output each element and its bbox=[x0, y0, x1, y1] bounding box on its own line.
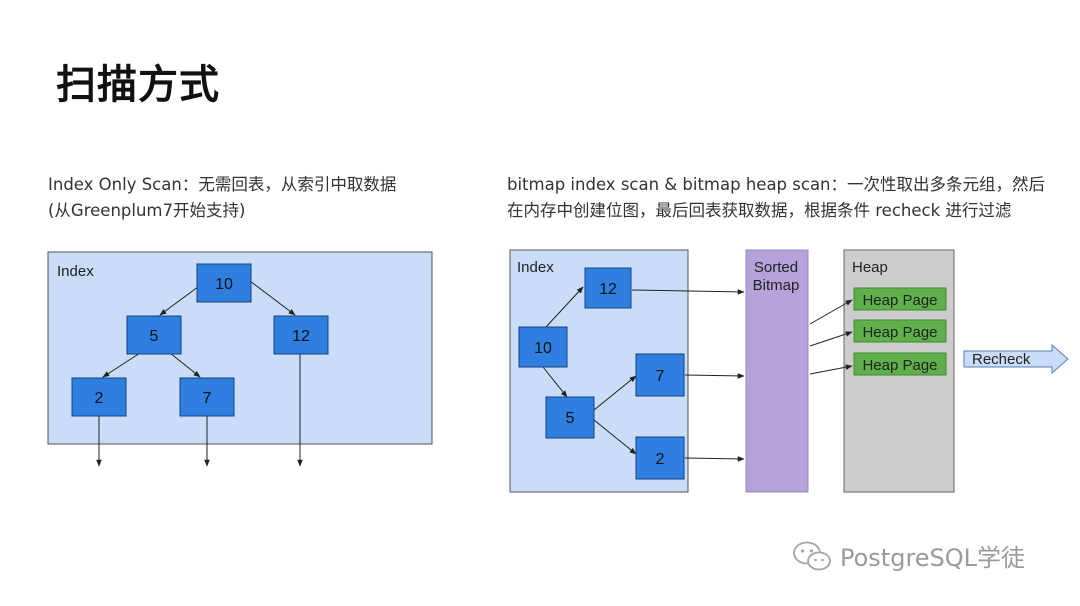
edge-2-bitmap bbox=[684, 456, 745, 462]
heap-label: Heap bbox=[852, 259, 888, 276]
right-node-2: 2 bbox=[635, 436, 685, 480]
svg-text:5: 5 bbox=[150, 328, 159, 345]
right-node-5: 5 bbox=[545, 396, 595, 439]
svg-text:2: 2 bbox=[95, 390, 104, 407]
edge-10-12-right bbox=[545, 286, 584, 328]
right-index-label: Index bbox=[517, 259, 554, 276]
svg-text:12: 12 bbox=[292, 328, 310, 345]
left-node-5: 5 bbox=[126, 315, 182, 355]
edge-10-5-right bbox=[542, 366, 568, 398]
edge-bitmap-page-2 bbox=[809, 331, 853, 347]
right-desc-line-1: bitmap index scan & bitmap heap scan：一次性… bbox=[507, 175, 1046, 194]
edge-bitmap-page-3 bbox=[809, 364, 853, 375]
index-only-scan-diagram: Index 10 5 12 2 bbox=[47, 251, 433, 467]
left-node-2: 2 bbox=[71, 377, 127, 417]
edge-12-bitmap bbox=[631, 289, 745, 295]
svg-text:Recheck: Recheck bbox=[972, 351, 1031, 368]
edge-5-2 bbox=[102, 352, 141, 378]
svg-text:12: 12 bbox=[599, 281, 617, 298]
bitmap-scan-diagram: Index Sorted Bitmap Heap Heap Page Heap … bbox=[509, 249, 1069, 493]
watermark: PostgreSQL学徒 bbox=[792, 538, 1025, 573]
page-title: 扫描方式 bbox=[56, 62, 220, 108]
svg-text:Heap Page: Heap Page bbox=[862, 357, 937, 374]
svg-text:2: 2 bbox=[656, 451, 665, 468]
heap-page-3: Heap Page bbox=[853, 352, 947, 376]
left-desc-line-1: Index Only Scan：无需回表，从索引中取数据 bbox=[48, 175, 397, 194]
left-node-10: 10 bbox=[196, 263, 252, 303]
edge-5-7 bbox=[169, 352, 201, 378]
svg-text:Heap Page: Heap Page bbox=[862, 324, 937, 341]
right-node-12: 12 bbox=[584, 267, 632, 309]
sorted-bitmap bbox=[745, 249, 809, 493]
right-description: bitmap index scan & bitmap heap scan：一次性… bbox=[507, 172, 1067, 224]
right-node-7: 7 bbox=[635, 353, 685, 397]
recheck-arrow: Recheck bbox=[963, 343, 1069, 375]
right-desc-line-2: 在内存中创建位图，最后回表获取数据，根据条件 recheck 进行过滤 bbox=[507, 201, 1012, 220]
left-description: Index Only Scan：无需回表，从索引中取数据 (从Greenplum… bbox=[48, 172, 468, 224]
bitmap-label-line-2: Bitmap bbox=[753, 277, 800, 294]
bitmap-label-line-1: Sorted bbox=[754, 259, 798, 276]
edge-bitmap-page-1 bbox=[809, 299, 853, 325]
left-node-12: 12 bbox=[273, 315, 329, 355]
heap-page-2: Heap Page bbox=[853, 319, 947, 343]
edge-5-7-right bbox=[593, 375, 637, 411]
edge-7-bitmap bbox=[684, 373, 745, 379]
watermark-text: PostgreSQL学徒 bbox=[840, 544, 1026, 572]
heap-page-1: Heap Page bbox=[853, 287, 947, 311]
svg-text:10: 10 bbox=[215, 276, 233, 293]
svg-text:7: 7 bbox=[656, 368, 665, 385]
svg-text:10: 10 bbox=[534, 340, 552, 357]
edge-5-2-right bbox=[593, 419, 637, 455]
left-node-7: 7 bbox=[179, 377, 235, 417]
svg-text:5: 5 bbox=[566, 410, 575, 427]
left-desc-line-2: (从Greenplum7开始支持) bbox=[48, 201, 246, 220]
edge-10-12 bbox=[249, 280, 296, 316]
svg-text:Heap Page: Heap Page bbox=[862, 292, 937, 309]
wechat-icon bbox=[793, 541, 831, 570]
right-node-10: 10 bbox=[518, 326, 568, 368]
svg-text:7: 7 bbox=[203, 390, 212, 407]
left-index-label: Index bbox=[57, 263, 94, 280]
